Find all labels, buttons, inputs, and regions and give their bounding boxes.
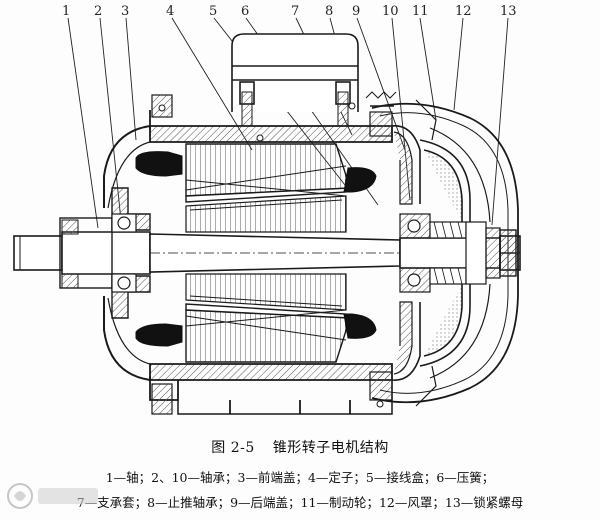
stator-core [185,143,352,363]
rear-end-cover [369,111,421,401]
figure-title: 锥形转子电机结构 [272,440,389,456]
legend-line-2: 7—支承套；8—止推轴承；9—后端盖；11—制动轮；12—风罩；13—锁紧螺母 [76,495,524,510]
callout-12: 12 [455,4,472,19]
motor-cross-section-drawing: 1 2 3 4 5 6 7 8 9 10 11 12 13 [13,4,521,415]
legend-line-1: 1—轴；2、10—轴承；3—前端盖；4—定子；5—接线盒；6—压簧； [105,470,495,485]
figure-number: 图 2-5 [211,440,255,456]
brake-wheel [419,139,501,367]
rear-bearing-assembly [399,213,467,293]
callout-11: 11 [412,4,429,19]
winding-end-coils [135,151,377,347]
coil-leads [185,165,347,341]
callout-1: 1 [62,4,70,19]
callout-13: 13 [500,4,517,19]
callout-5: 5 [209,4,217,19]
callout-4: 4 [166,4,174,19]
figure-caption: 图 2-5 锥形转子电机结构 [0,437,600,457]
locking-nut [499,229,517,277]
callout-9: 9 [352,4,360,19]
callout-2: 2 [94,4,102,19]
callout-7: 7 [291,4,299,19]
conical-rotor [185,195,347,311]
callout-10: 10 [382,4,399,19]
callout-3: 3 [121,4,129,19]
callout-8: 8 [325,4,333,19]
fan-blades [429,127,491,379]
callout-6: 6 [241,4,249,19]
front-bearing [111,213,137,293]
watermark-logo [7,483,98,509]
junction-box [231,33,359,127]
pressure-spring [365,91,397,107]
bolts [158,102,384,408]
callout-numbers: 1 2 3 4 5 6 7 8 9 10 11 12 13 [62,4,517,19]
